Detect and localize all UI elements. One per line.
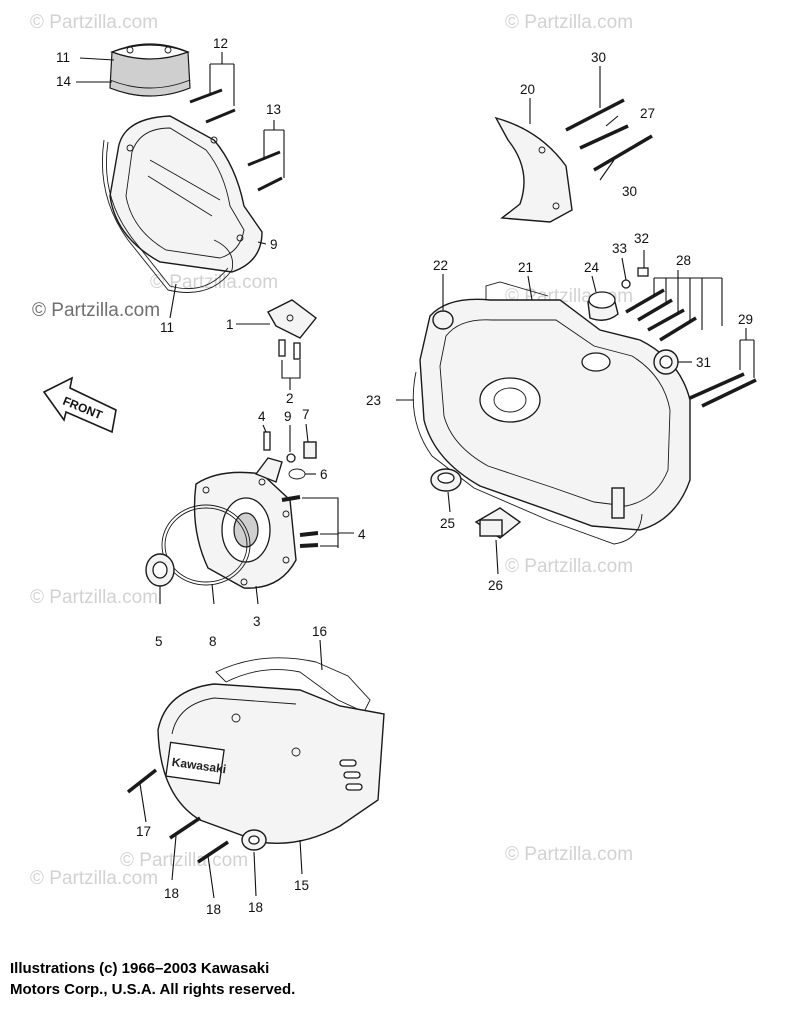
callout-24: 24 <box>584 260 600 275</box>
part-plug-22 <box>432 310 454 330</box>
part-bracket-1 <box>267 299 317 339</box>
callout-13: 12 <box>213 36 228 51</box>
bolts-29 <box>689 372 757 408</box>
bolts-14 <box>247 150 283 192</box>
callout-15: 14 <box>56 74 72 89</box>
callout-4-side: 4 <box>358 527 366 542</box>
part-cap <box>109 43 191 97</box>
callout-20: 20 <box>520 82 535 97</box>
callout-21: 21 <box>518 260 533 275</box>
callout-22: 22 <box>433 258 448 273</box>
part-7 <box>303 441 317 459</box>
watermark: © Partzilla.com <box>30 12 158 33</box>
part-6 <box>288 468 306 480</box>
part-33 <box>621 279 631 289</box>
part-seal-31 <box>653 349 679 375</box>
copyright-line-1: Illustrations (c) 1966–2003 Kawasaki <box>10 960 270 977</box>
bolts-28 <box>625 288 697 342</box>
callout-9: 9 <box>284 409 292 424</box>
callout-27: 27 <box>640 106 655 121</box>
callout-6: 6 <box>320 467 328 482</box>
callout-8: 8 <box>209 634 217 649</box>
callout-28: 28 <box>676 253 691 268</box>
callout-31: 31 <box>696 355 711 370</box>
callout-30-top: 30 <box>591 50 606 65</box>
screws-2 <box>278 339 301 360</box>
part-crankcase <box>419 281 691 531</box>
callout-29: 29 <box>738 312 753 327</box>
callout-1: 1 <box>226 317 234 332</box>
callout-26: 26 <box>488 578 503 593</box>
callout-17: 16 <box>312 624 327 639</box>
part-oring-8-inner <box>164 507 248 583</box>
callout-30-bottom: 30 <box>622 184 637 199</box>
bolts-27-30 <box>565 98 653 172</box>
watermark: © Partzilla.com <box>30 587 158 608</box>
callout-32: 32 <box>634 231 649 246</box>
bolts-13 <box>189 88 236 124</box>
callout-23: 23 <box>366 393 381 408</box>
part-chain-guard <box>494 116 573 223</box>
callout-12: 11 <box>160 320 174 335</box>
leader-lines <box>76 52 755 899</box>
callout-11: 11 <box>56 50 70 65</box>
watermark: © Partzilla.com <box>32 300 160 321</box>
callout-14: 13 <box>266 102 281 117</box>
part-9 <box>286 453 296 463</box>
watermark: © Partzilla.com <box>505 844 633 865</box>
callout-25: 25 <box>440 516 455 531</box>
part-32 <box>637 267 649 277</box>
part-seal-25 <box>430 468 462 492</box>
callout-10: 9 <box>270 237 278 252</box>
part-clutch-cover: Kawasaki <box>157 683 385 844</box>
bolts-4-side <box>281 495 319 548</box>
part-seal-5 <box>145 553 175 587</box>
callout-5: 5 <box>155 634 163 649</box>
callout-7: 7 <box>302 407 310 422</box>
part-plug-19 <box>241 829 267 851</box>
watermark: © Partzilla.com <box>120 850 248 871</box>
callout-3: 3 <box>253 614 261 629</box>
bolts-18 <box>126 768 229 864</box>
callout-2: 2 <box>286 391 294 406</box>
bolt-4-top <box>263 431 271 451</box>
part-gasket-12 <box>101 139 234 293</box>
callout-19: 18 <box>248 900 263 915</box>
callout-18-a: 17 <box>136 824 151 839</box>
copyright-line-2: Motors Corp., U.S.A. All rights reserved… <box>10 981 296 998</box>
part-gasket-17 <box>215 657 371 713</box>
callout-33: 33 <box>612 241 627 256</box>
watermark-layer: © Partzilla.com © Partzilla.com © Partzi… <box>30 12 633 889</box>
part-oil-cap-24 <box>587 291 619 321</box>
part-bracket-26 <box>474 507 522 539</box>
part-generator-cover <box>109 115 263 273</box>
part-oring-8 <box>161 504 251 586</box>
watermark: © Partzilla.com <box>30 868 158 889</box>
copyright-footer: Illustrations (c) 1966–2003 Kawasaki Mot… <box>10 958 570 1000</box>
watermark: © Partzilla.com <box>505 556 633 577</box>
part-pump-housing <box>193 457 297 589</box>
callout-4-top: 4 <box>258 409 266 424</box>
callout-16: 15 <box>294 878 309 893</box>
callout-labels: 11 14 12 13 9 11 1 2 4 9 7 6 4 5 8 3 16 … <box>56 36 753 917</box>
callout-18-c: 18 <box>206 902 221 917</box>
watermark: © Partzilla.com <box>505 12 633 33</box>
callout-18-b: 18 <box>164 886 179 901</box>
front-direction-arrow: FRONT <box>42 376 117 434</box>
watermark: © Partzilla.com <box>150 272 278 293</box>
